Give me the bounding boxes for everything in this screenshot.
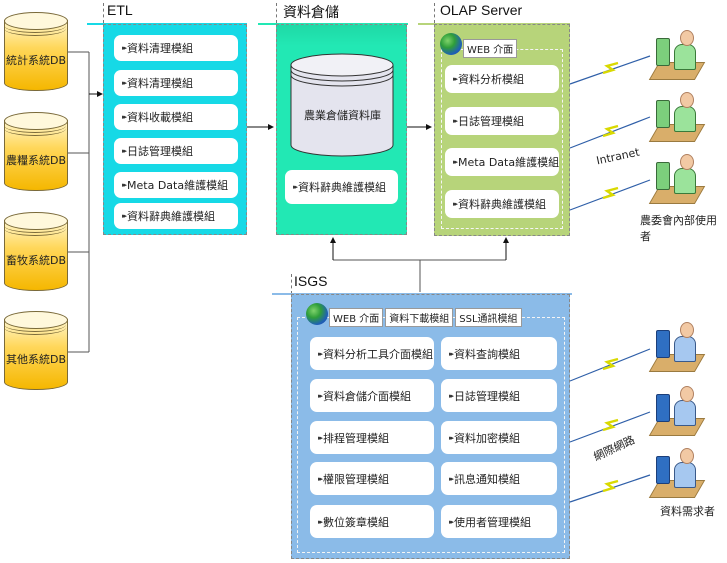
bullet-icon: ▸▸: [453, 158, 458, 166]
isgs-module[interactable]: ▸▸資料分析工具介面模組: [310, 337, 434, 370]
isgs-module[interactable]: ▸▸資料倉儲介面模組: [310, 379, 434, 412]
etl-module[interactable]: ▸▸資料辭典維護模組: [114, 203, 238, 229]
internet-bolt-2: [602, 418, 619, 432]
bullet-icon: ▸▸: [122, 79, 127, 87]
warehouse-heading-marker: [276, 3, 277, 23]
warehouse-database-icon: [290, 53, 394, 157]
intranet-link-1: [569, 55, 651, 85]
etl-module[interactable]: ▸▸資料收載模組: [114, 104, 238, 130]
bullet-icon: ▸▸: [453, 200, 458, 208]
isgs-module[interactable]: ▸▸資料加密模組: [441, 421, 557, 454]
intranet-user-icon: [648, 152, 706, 210]
intranet-user-icon: [648, 90, 706, 148]
internet-user-icon: [648, 384, 706, 442]
isgs-heading-marker: [291, 274, 292, 294]
olap-module[interactable]: ▸▸Meta Data維護模組: [445, 148, 559, 176]
etl-module[interactable]: ▸▸資料清理模組: [114, 70, 238, 96]
isgs-module[interactable]: ▸▸日誌管理模組: [441, 379, 557, 412]
olap-module[interactable]: ▸▸資料辭典維護模組: [445, 190, 559, 218]
internet-bolt-3: [602, 479, 619, 493]
bullet-icon: ▸▸: [449, 517, 454, 526]
etl-title: ETL: [107, 2, 133, 18]
internet-bolt-1: [602, 357, 619, 371]
source-db-label: 畜牧系統DB: [5, 254, 67, 267]
globe-icon: [306, 303, 328, 325]
olap-title: OLAP Server: [440, 2, 523, 18]
bullet-icon: ▸▸: [318, 474, 323, 483]
source-db-label: 農糧系統DB: [5, 154, 67, 167]
internet-link-3: [569, 474, 651, 503]
intranet-label: Intranet: [595, 145, 641, 168]
bullet-icon: ▸▸: [453, 75, 458, 83]
source-db-label: 其他系統DB: [5, 353, 67, 366]
bullet-icon: ▸▸: [318, 391, 323, 400]
bullet-icon: ▸▸: [122, 212, 127, 220]
intranet-bolt-2: [602, 124, 619, 138]
bullet-icon: ▸▸: [318, 349, 323, 358]
internet-link-1: [569, 348, 651, 382]
isgs-module[interactable]: ▸▸排程管理模組: [310, 421, 434, 454]
etl-module[interactable]: ▸▸資料清理模組: [114, 35, 238, 61]
bullet-icon: ▸▸: [449, 391, 454, 400]
bullet-icon: ▸▸: [318, 433, 323, 442]
isgs-module[interactable]: ▸▸使用者管理模組: [441, 505, 557, 538]
internet-user-icon: [648, 320, 706, 378]
warehouse-panel: 農業倉儲資料庫 ▸▸資料辭典維護模組: [276, 24, 407, 235]
bullet-icon: ▸▸: [449, 474, 454, 483]
olap-module[interactable]: ▸▸日誌管理模組: [445, 107, 559, 135]
source-db-other: 其他系統DB: [4, 309, 68, 397]
bullet-icon: ▸▸: [122, 113, 127, 121]
source-db-stats: 統計系統DB: [4, 10, 68, 98]
bullet-icon: ▸▸: [449, 433, 454, 442]
intranet-bolt-1: [602, 61, 619, 75]
etl-heading-marker: [103, 3, 104, 23]
internet-label: 網際網路: [591, 433, 637, 464]
olap-module[interactable]: ▸▸資料分析模組: [445, 65, 559, 93]
isgs-tab-ssl[interactable]: SSL通訊模組: [455, 308, 522, 327]
isgs-tab-web[interactable]: WEB 介面: [329, 308, 384, 327]
bullet-icon: ▸▸: [449, 349, 454, 358]
source-db-label: 統計系統DB: [5, 54, 67, 67]
isgs-panel: WEB 介面 資料下載模組 SSL通訊模組 ▸▸資料分析工具介面模組 ▸▸資料倉…: [291, 294, 570, 559]
bullet-icon: ▸▸: [453, 117, 458, 125]
intranet-link-2: [569, 116, 651, 149]
intranet-users-caption: 農委會內部使用者: [640, 214, 717, 243]
olap-panel: WEB 介面 ▸▸資料分析模組 ▸▸日誌管理模組 ▸▸Meta Data維護模組…: [434, 24, 570, 236]
bullet-icon: ▸▸: [122, 44, 127, 52]
olap-heading-marker: [434, 3, 435, 23]
etl-module[interactable]: ▸▸日誌管理模組: [114, 138, 238, 164]
isgs-module[interactable]: ▸▸資料查詢模組: [441, 337, 557, 370]
internet-users-caption: 資料需求者: [660, 505, 715, 518]
warehouse-module[interactable]: ▸▸資料辭典維護模組: [285, 170, 398, 204]
intranet-user-icon: [648, 28, 706, 86]
source-db-livestock: 畜牧系統DB: [4, 210, 68, 298]
globe-icon: [440, 33, 462, 55]
internet-user-icon: [648, 446, 706, 504]
intranet-link-3: [569, 179, 651, 211]
isgs-title: ISGS: [294, 273, 328, 289]
bullet-icon: ▸▸: [318, 517, 323, 526]
warehouse-database-label: 農業倉儲資料庫: [304, 109, 381, 122]
isgs-module[interactable]: ▸▸權限管理模組: [310, 462, 434, 495]
warehouse-title: 資料倉儲: [283, 4, 339, 20]
bullet-icon: ▸▸: [122, 181, 127, 189]
isgs-tab-download[interactable]: 資料下載模組: [385, 308, 454, 327]
source-db-crops: 農糧系統DB: [4, 110, 68, 198]
isgs-module[interactable]: ▸▸數位簽章模組: [310, 505, 434, 538]
etl-panel: ▸▸資料清理模組 ▸▸資料清理模組 ▸▸資料收載模組 ▸▸日誌管理模組 ▸▸Me…: [103, 24, 247, 235]
bullet-icon: ▸▸: [293, 183, 298, 191]
internet-link-2: [569, 411, 651, 443]
olap-web-tab[interactable]: WEB 介面: [463, 39, 518, 58]
intranet-bolt-3: [602, 186, 619, 200]
bullet-icon: ▸▸: [122, 147, 127, 155]
isgs-module[interactable]: ▸▸訊息通知模組: [441, 462, 557, 495]
etl-module[interactable]: ▸▸Meta Data維護模組: [114, 172, 238, 198]
